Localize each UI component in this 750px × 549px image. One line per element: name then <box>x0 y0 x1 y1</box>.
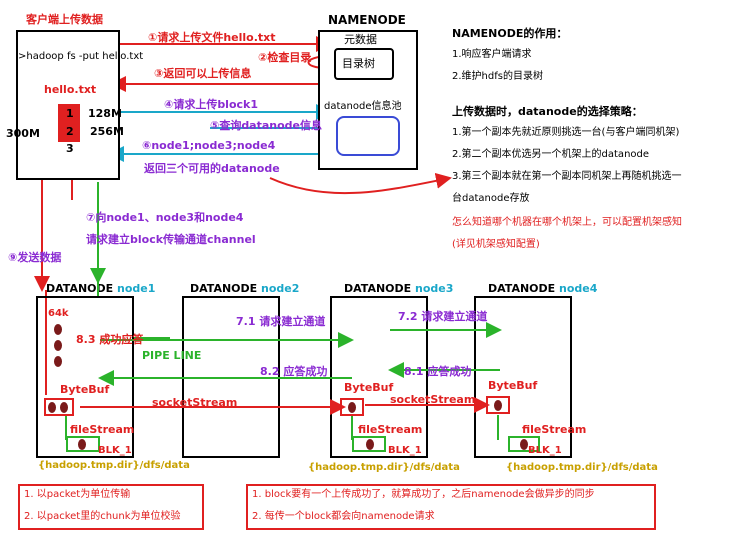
dn1-blk: BLK_1 <box>98 445 132 456</box>
size-128: 128M <box>88 107 122 120</box>
dn3-path: {hadoop.tmp.dir}/dfs/data <box>308 462 460 473</box>
dn3-filestream: fileStream <box>358 423 423 436</box>
policy-2: 2.第二个副本优选另一个机架上的datanode <box>452 149 650 160</box>
step4-label: ④请求上传block1 <box>164 98 259 111</box>
step7b-label: 请求建立block传输通道channel <box>86 233 256 246</box>
buffer-dot <box>48 402 56 413</box>
buffer-dot <box>60 402 68 413</box>
side-item2: 2.维护hdfs的目录树 <box>452 71 543 82</box>
buffer-dot <box>494 400 502 411</box>
step1-label: ①请求上传文件hello.txt <box>148 31 276 44</box>
client-command: >hadoop fs -put hello.txt <box>18 51 144 62</box>
dn1-label: DATANODE node1 <box>46 282 156 295</box>
arrow-to-policy <box>269 172 452 195</box>
blk-dot <box>520 439 528 450</box>
blk-dot <box>366 439 374 450</box>
dn1-64k: 64k <box>48 308 69 319</box>
dir-tree-box <box>334 48 394 80</box>
note-left-2: 2. 以packet里的chunk为单位校验 <box>24 511 181 522</box>
block-3: 3 <box>66 142 74 155</box>
note-right-box <box>246 484 656 530</box>
step6b-label: 返回三个可用的datanode <box>144 162 280 175</box>
dn3-blk: BLK_1 <box>388 445 422 456</box>
dn4-label: DATANODE node4 <box>488 282 598 295</box>
label-8-1: 8.1 应答成功 <box>404 365 472 378</box>
dn2-label: DATANODE node2 <box>190 282 300 295</box>
step3-label: ③返回可以上传信息 <box>154 67 252 80</box>
step6-label: ⑥node1;node3;node4 <box>142 139 276 152</box>
side-title: NAMENODE的作用： <box>452 27 568 40</box>
side-item1: 1.响应客户端请求 <box>452 49 532 60</box>
dir-tree-label: 目录树 <box>342 57 375 70</box>
label-8-2: 8.2 应答成功 <box>260 365 328 378</box>
socket2-label: socketStream <box>390 393 476 406</box>
dn4-filestream: fileStream <box>522 423 587 436</box>
dn4-blk: BLK_1 <box>528 445 562 456</box>
dn4-blk-box <box>508 436 540 452</box>
step2-label: ②检查目录 <box>258 51 312 64</box>
note-right-2: 2. 每传一个block都会向namenode请求 <box>252 511 435 522</box>
side-note1: 怎么知道哪个机器在哪个机架上，可以配置机架感知 <box>452 217 682 228</box>
dn1-name: node1 <box>117 282 156 295</box>
pipeline-label: PIPE LINE <box>142 349 202 362</box>
block-1: 1 <box>66 107 74 120</box>
dn3-bytebuf: ByteBuf <box>344 381 394 394</box>
step9-label: ⑨发送数据 <box>8 251 62 264</box>
policy-3a: 3.第三个副本就在第一个副本同机架上再随机挑选一 <box>452 171 682 182</box>
dn-pool-box <box>336 116 400 156</box>
dn2-name: node2 <box>261 282 300 295</box>
label-7-1: 7.1 请求建立通道 <box>236 315 326 328</box>
buffer-dot <box>348 402 356 413</box>
block-highlight <box>58 104 80 142</box>
note-left-1: 1. 以packet为单位传输 <box>24 489 131 500</box>
dn4-path: {hadoop.tmp.dir}/dfs/data <box>506 462 658 473</box>
client-title: 客户端上传数据 <box>26 13 103 26</box>
dn1-blk-box <box>66 436 100 452</box>
dn3-name: node3 <box>415 282 454 295</box>
size-300: 300M <box>6 127 40 140</box>
namenode-title: NAMENODE <box>328 13 406 27</box>
dn3-buffer-box <box>340 398 364 416</box>
label-7-2: 7.2 请求建立通道 <box>398 310 488 323</box>
policy-3b: 台datanode存放 <box>452 193 530 204</box>
policy-1: 1.第一个副本先就近原则挑选一台(与客户端同机架) <box>452 127 680 138</box>
socket1-label: socketStream <box>152 396 238 409</box>
note-left-box <box>18 484 204 530</box>
namenode-metadata: 元数据 <box>344 33 377 46</box>
note-right-1: 1. block要有一个上传成功了，就算成功了，之后namenode会做异步的同… <box>252 489 595 500</box>
dn1-buffer-box <box>44 398 74 416</box>
dn4-buffer-box <box>486 396 510 414</box>
step7a-label: ⑦向node1、node3和node4 <box>86 211 244 224</box>
dn-pool-label: datanode信息池 <box>324 101 402 112</box>
dn3-blk-box <box>352 436 386 452</box>
step5-label: ⑤查询datanode信息 <box>210 119 323 132</box>
dn1-path: {hadoop.tmp.dir}/dfs/data <box>38 460 190 471</box>
client-file: hello.txt <box>44 83 97 96</box>
dn1-filestream: fileStream <box>70 423 135 436</box>
size-256: 256M <box>90 125 124 138</box>
dn4-bytebuf: ByteBuf <box>488 379 538 392</box>
blk-dot <box>78 439 86 450</box>
block-2: 2 <box>66 125 74 138</box>
side-note2: (详见机架感知配置) <box>452 239 540 250</box>
packet-dot <box>54 356 62 367</box>
packet-dot <box>54 324 62 335</box>
packet-dot <box>54 340 62 351</box>
policy-title: 上传数据时，datanode的选择策略： <box>452 105 643 118</box>
label-8-3: 8.3 成功应答 <box>76 333 144 346</box>
dn3-label: DATANODE node3 <box>344 282 454 295</box>
dn4-name: node4 <box>559 282 598 295</box>
dn1-bytebuf: ByteBuf <box>60 383 110 396</box>
